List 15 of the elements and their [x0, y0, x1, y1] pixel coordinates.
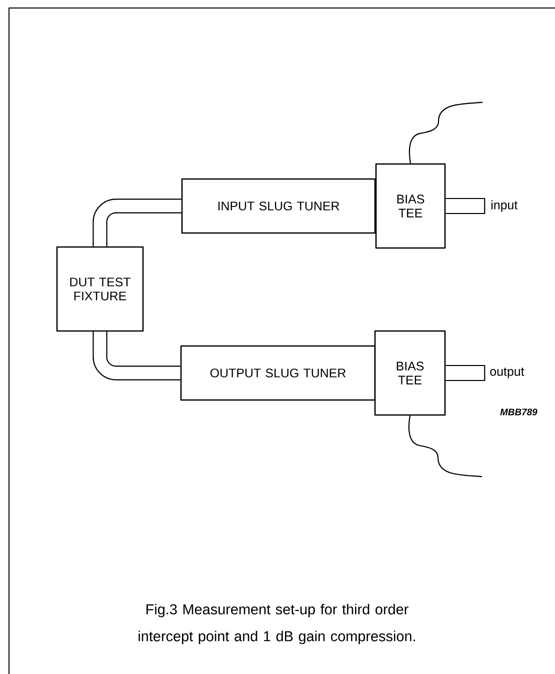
- tuner-box: OUTPUT SLUG TUNER: [180, 345, 376, 401]
- port-label: output: [490, 368, 524, 378]
- coax-cable: [92, 332, 180, 380]
- coax-cable: [92, 198, 182, 246]
- port-label: input: [491, 200, 518, 212]
- tuner-box: INPUT SLUG TUNER: [181, 178, 376, 234]
- bias-tee-box: BIAS TEE: [375, 163, 446, 249]
- coax-stub: [446, 364, 486, 382]
- fixture-box: DUT TEST FIXTURE: [56, 246, 144, 332]
- coax-stub: [446, 198, 486, 214]
- caption: Fig.3 Measurement set-up for third order intercept point and 1 dB gain compression.: [138, 604, 415, 644]
- bias-tee-box: BIAS TEE: [374, 330, 446, 416]
- bias-cable: [408, 416, 482, 478]
- figure-code: MBB789: [500, 408, 538, 416]
- bias-cable: [408, 102, 483, 164]
